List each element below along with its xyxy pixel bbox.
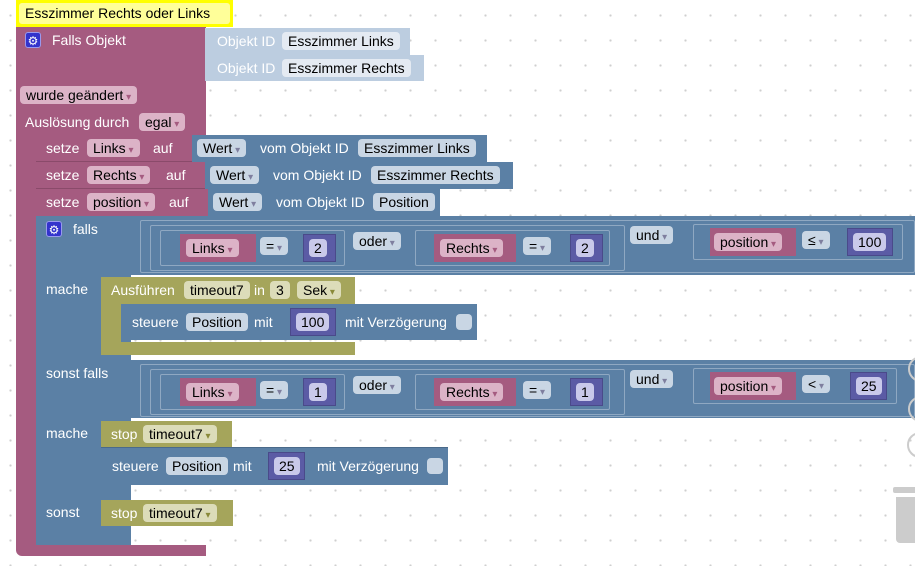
mache-label: mache bbox=[46, 425, 89, 441]
auf-label: auf bbox=[169, 194, 189, 210]
gear-icon[interactable]: ⚙ bbox=[25, 32, 41, 48]
timeout-label: Ausführen bbox=[111, 282, 175, 298]
compare-block[interactable] bbox=[693, 368, 897, 404]
timeout-spine bbox=[101, 304, 121, 342]
variable-dropdown[interactable]: Links bbox=[186, 239, 239, 257]
if-bottom bbox=[36, 527, 131, 545]
setze-label: setze bbox=[46, 167, 80, 183]
comment-text[interactable]: Esszimmer Rechts oder Links bbox=[19, 3, 230, 24]
stop-label: stop bbox=[111, 505, 138, 521]
operator-dropdown[interactable]: = bbox=[523, 381, 551, 399]
delay-checkbox[interactable] bbox=[427, 458, 443, 474]
operator-dropdown[interactable]: = bbox=[523, 237, 551, 255]
steuere-label: steuere bbox=[112, 458, 159, 474]
setze-label: setze bbox=[46, 140, 80, 156]
object-id-field[interactable]: Esszimmer Rechts bbox=[282, 59, 411, 77]
attribute-dropdown[interactable]: Wert bbox=[210, 166, 260, 184]
compare-block[interactable] bbox=[160, 374, 345, 410]
or-dropdown[interactable]: oder bbox=[353, 232, 401, 250]
object-id-label: Objekt ID bbox=[217, 60, 276, 76]
operator-dropdown[interactable]: < bbox=[802, 375, 830, 393]
sonst-falls-label: sonst falls bbox=[46, 365, 109, 381]
in-label: in bbox=[254, 282, 265, 298]
object-field[interactable]: Esszimmer Links bbox=[358, 139, 476, 157]
falls-label: falls bbox=[73, 221, 98, 237]
object-field[interactable]: Position bbox=[186, 313, 248, 331]
operator-dropdown[interactable]: = bbox=[260, 237, 288, 255]
attribute-dropdown[interactable]: Wert bbox=[213, 193, 263, 211]
trigger-bottom bbox=[16, 545, 206, 556]
compare-block[interactable] bbox=[415, 230, 610, 266]
trigger-by-dropdown[interactable]: egal bbox=[139, 113, 186, 131]
operator-dropdown[interactable]: = bbox=[260, 381, 288, 399]
mache-label: mache bbox=[46, 281, 89, 297]
operator-dropdown[interactable]: ≤ bbox=[802, 231, 830, 249]
gear-icon[interactable]: ⚙ bbox=[46, 221, 62, 237]
variable-dropdown[interactable]: Links bbox=[87, 139, 140, 157]
or-block[interactable] bbox=[150, 369, 625, 415]
number-field[interactable]: 2 bbox=[309, 239, 327, 257]
timeout-dropdown[interactable]: timeout7 bbox=[143, 504, 217, 522]
attribute-dropdown[interactable]: Wert bbox=[197, 139, 247, 157]
object-field[interactable]: Esszimmer Rechts bbox=[371, 166, 500, 184]
variable-dropdown[interactable]: position bbox=[87, 193, 156, 211]
setze-label: setze bbox=[46, 194, 80, 210]
auf-label: auf bbox=[153, 140, 173, 156]
variable-dropdown[interactable]: position bbox=[714, 377, 783, 395]
unit-dropdown[interactable]: Sek bbox=[297, 281, 341, 299]
or-block[interactable] bbox=[150, 225, 625, 271]
compare-block[interactable] bbox=[160, 230, 345, 266]
from-label: vom Objekt ID bbox=[260, 140, 349, 156]
number-field[interactable]: 100 bbox=[853, 233, 887, 251]
mit-label: mit bbox=[233, 458, 252, 474]
block-comment[interactable]: Esszimmer Rechts oder Links bbox=[16, 0, 233, 27]
stop-label: stop bbox=[111, 426, 138, 442]
trigger-title: Falls Objekt bbox=[52, 32, 126, 48]
variable-dropdown[interactable]: Rechts bbox=[87, 166, 151, 184]
number-field[interactable]: 2 bbox=[576, 239, 594, 257]
from-label: vom Objekt ID bbox=[276, 194, 365, 210]
object-id-label: Objekt ID bbox=[217, 33, 276, 49]
zoom-out-icon[interactable] bbox=[907, 432, 915, 458]
object-id-field[interactable]: Esszimmer Links bbox=[282, 32, 400, 50]
variable-dropdown[interactable]: Rechts bbox=[440, 239, 504, 257]
number-field[interactable]: 25 bbox=[274, 457, 300, 475]
event-dropdown[interactable]: wurde geändert bbox=[20, 86, 138, 104]
object-field[interactable]: Position bbox=[373, 193, 435, 211]
trash-icon[interactable] bbox=[893, 487, 915, 545]
steuere-label: steuere bbox=[132, 314, 179, 330]
and-dropdown[interactable]: und bbox=[630, 226, 674, 244]
and-dropdown[interactable]: und bbox=[630, 370, 674, 388]
mit-label: mit bbox=[254, 314, 273, 330]
timeout-dropdown[interactable]: timeout7 bbox=[143, 425, 217, 443]
delay-label: mit Verzögerung bbox=[317, 458, 419, 474]
number-field[interactable]: 100 bbox=[296, 313, 330, 331]
trigger-by-label: Auslösung durch bbox=[25, 114, 130, 130]
auf-label: auf bbox=[166, 167, 186, 183]
variable-dropdown[interactable]: Links bbox=[186, 383, 239, 401]
compare-block[interactable] bbox=[415, 374, 610, 410]
from-label: vom Objekt ID bbox=[273, 167, 362, 183]
sonst-label: sonst bbox=[46, 504, 80, 520]
trigger-spine bbox=[16, 135, 36, 545]
object-field[interactable]: Position bbox=[166, 457, 228, 475]
compare-block[interactable] bbox=[693, 224, 903, 260]
variable-dropdown[interactable]: Rechts bbox=[440, 383, 504, 401]
number-field[interactable]: 1 bbox=[576, 383, 594, 401]
timeout-bottom bbox=[101, 342, 355, 355]
variable-dropdown[interactable]: position bbox=[714, 233, 783, 251]
or-dropdown[interactable]: oder bbox=[353, 376, 401, 394]
number-field[interactable]: 25 bbox=[856, 377, 882, 395]
timeout-name-field[interactable]: timeout7 bbox=[184, 281, 250, 299]
delay-field[interactable]: 3 bbox=[270, 281, 290, 299]
delay-checkbox[interactable] bbox=[456, 314, 472, 330]
delay-label: mit Verzögerung bbox=[345, 314, 447, 330]
number-field[interactable]: 1 bbox=[309, 383, 327, 401]
